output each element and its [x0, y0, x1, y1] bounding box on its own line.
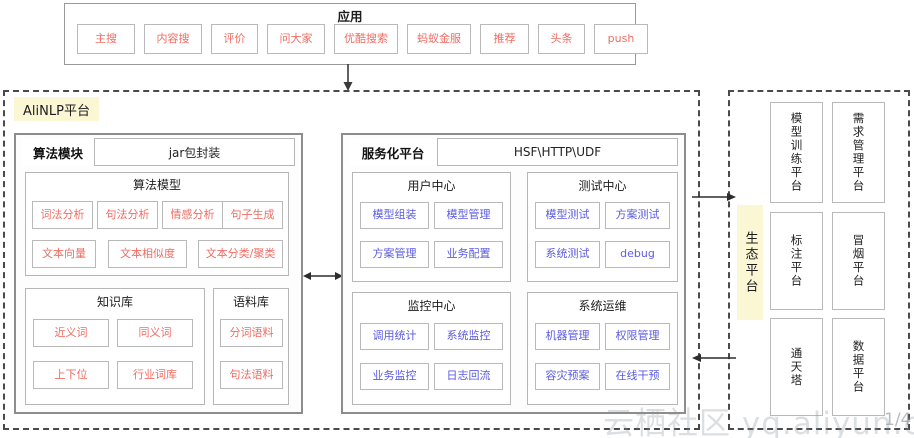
ecosystem-chip-0[interactable]: 模型训练平台: [770, 102, 823, 203]
app-chip-4[interactable]: 优酷搜索: [334, 24, 398, 54]
app-chip-6[interactable]: 推荐: [480, 24, 529, 54]
app-chip-1[interactable]: 内容搜: [144, 24, 202, 54]
knowledge-base-chip-3[interactable]: 行业词库: [117, 361, 193, 389]
test-center-chip-1[interactable]: 方案测试: [605, 202, 670, 229]
algorithm-model-chip-1[interactable]: 句法分析: [97, 201, 158, 229]
alinlp-platform-container: [3, 90, 700, 430]
ecosystem-platform-container: [728, 90, 910, 430]
system-ops-chip-1[interactable]: 权限管理: [605, 323, 670, 350]
alinlp-platform-title: AliNLP平台: [14, 97, 99, 121]
system-ops-title: 系统运维: [578, 299, 627, 313]
knowledge-base-chip-1[interactable]: 同义词: [117, 319, 193, 347]
ecosystem-chip-3[interactable]: 冒烟平台: [832, 212, 885, 310]
ecosystem-chip-2[interactable]: 标注平台: [770, 212, 823, 310]
user-center-chip-2[interactable]: 方案管理: [360, 241, 429, 268]
knowledge-base-chip-0[interactable]: 近义词: [33, 319, 109, 347]
user-center-title: 用户中心: [407, 179, 456, 193]
monitor-center-chip-3[interactable]: 日志回流: [434, 363, 503, 390]
system-ops-chip-2[interactable]: 容灾预案: [535, 363, 600, 390]
app-chip-2[interactable]: 评价: [211, 24, 258, 54]
test-center-chip-0[interactable]: 模型测试: [535, 202, 600, 229]
algorithm-model-title: 算法模型: [132, 178, 181, 192]
test-center-chip-2[interactable]: 系统测试: [535, 241, 600, 268]
monitor-center-chip-0[interactable]: 调用统计: [360, 323, 429, 350]
algorithm-model-chip-2[interactable]: 情感分析: [162, 201, 223, 229]
user-center-chip-0[interactable]: 模型组装: [360, 202, 429, 229]
monitor-center-chip-2[interactable]: 业务监控: [360, 363, 429, 390]
ecosystem-chip-5[interactable]: 数据平台: [832, 318, 885, 416]
algorithm-model-chip-4[interactable]: 文本向量: [32, 240, 96, 268]
test-center-chip-3[interactable]: debug: [605, 241, 670, 268]
algorithm-model-chip-5[interactable]: 文本相似度: [108, 240, 187, 268]
knowledge-base-title: 知识库: [96, 295, 133, 309]
user-center-chip-1[interactable]: 模型管理: [434, 202, 503, 229]
user-center-chip-3[interactable]: 业务配置: [434, 241, 503, 268]
app-chip-5[interactable]: 蚂蚁金服: [407, 24, 471, 54]
application-layer-title: 应用: [337, 9, 363, 24]
algorithm-model-chip-3[interactable]: 句子生成: [222, 201, 283, 229]
algorithm-model-chip-0[interactable]: 词法分析: [32, 201, 93, 229]
app-chip-7[interactable]: 头条: [538, 24, 585, 54]
algorithm-model-chip-6[interactable]: 文本分类/聚类: [198, 240, 283, 268]
app-chip-8[interactable]: push: [594, 24, 648, 54]
app-chip-3[interactable]: 问大家: [267, 24, 325, 54]
arrow-application-to-platform: [343, 64, 353, 91]
system-ops-chip-3[interactable]: 在线干预: [605, 363, 670, 390]
service-platform-tab-value: HSF\HTTP\UDF: [437, 138, 678, 166]
monitor-center-title: 监控中心: [407, 299, 456, 313]
service-platform-tab-label: 服务化平台: [349, 138, 437, 166]
test-center-title: 测试中心: [578, 179, 627, 193]
algorithm-module-tab-value: jar包封装: [94, 138, 295, 166]
corpus-base-chip-0[interactable]: 分词语料: [220, 319, 283, 347]
algorithm-module-tab-label: 算法模块: [22, 138, 94, 166]
knowledge-base-chip-2[interactable]: 上下位: [33, 361, 109, 389]
corpus-base-title: 语料库: [232, 295, 269, 309]
corpus-base-chip-1[interactable]: 句法语料: [220, 361, 283, 389]
system-ops-chip-0[interactable]: 机器管理: [535, 323, 600, 350]
ecosystem-platform-side-label: 生态平台: [737, 205, 763, 320]
monitor-center-chip-1[interactable]: 系统监控: [434, 323, 503, 350]
ecosystem-chip-4[interactable]: 通天塔: [770, 318, 823, 416]
ecosystem-chip-1[interactable]: 需求管理平台: [832, 102, 885, 203]
app-chip-0[interactable]: 主搜: [77, 24, 135, 54]
